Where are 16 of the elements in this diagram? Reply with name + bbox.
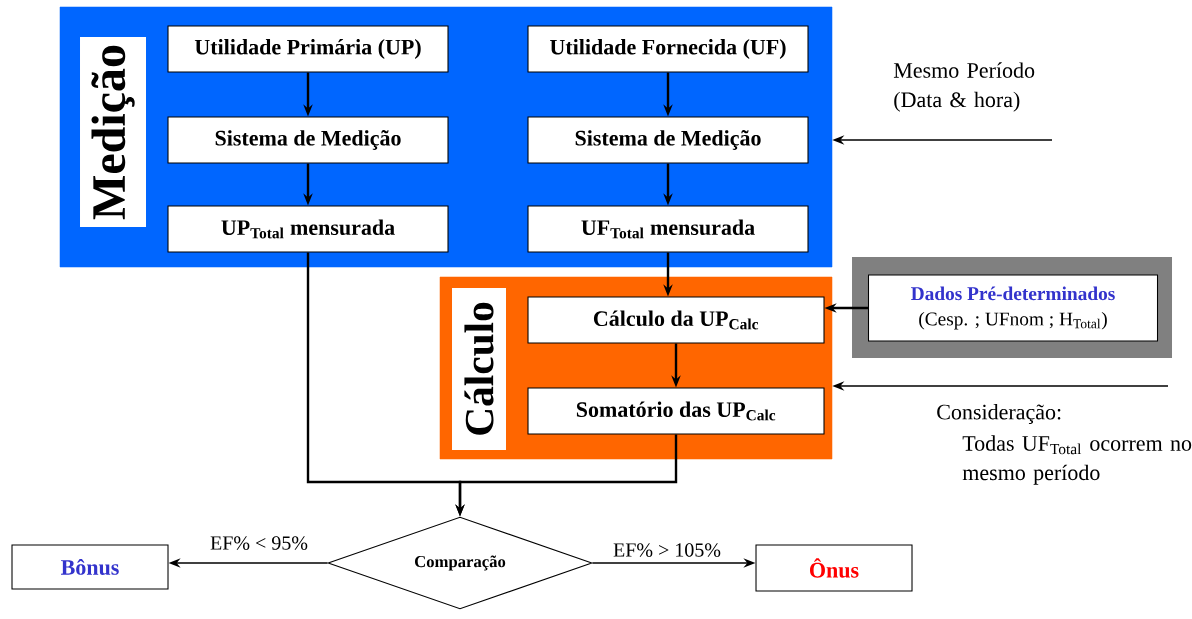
process-box: UP$_{Total}$ mensurada xyxy=(167,205,449,253)
process-box: Somatório das UP$_{Calc}$ xyxy=(527,387,825,435)
edge-label: EF% > 105% xyxy=(611,541,723,559)
process-box: Utilidade Fornecida (UF) xyxy=(527,25,809,73)
note-text: Consideração: xyxy=(937,404,1061,424)
process-box: UF$_{Total}$ mensurada xyxy=(527,205,809,253)
process-box: Sistema de Medição xyxy=(167,116,449,164)
process-box: Cálculo da UP$_{Calc}$ xyxy=(527,296,825,344)
note-text: Todas UF$_{Total}$ ocorrem no mesmo período xyxy=(962,435,1192,485)
result-box: Bônus xyxy=(11,544,169,590)
result-box: Ônus xyxy=(755,544,913,592)
process-box: Utilidade Primária (UP) xyxy=(167,25,449,73)
process-box: Sistema de Medição xyxy=(527,116,809,164)
note-text: Mesmo Período (Data & hora) xyxy=(893,62,1035,112)
data-box: Dados Pré-determinados (Cesp. ; UFnom ; H$_{Total}$) xyxy=(852,257,1172,358)
edge-label: EF% < 95% xyxy=(208,534,310,552)
